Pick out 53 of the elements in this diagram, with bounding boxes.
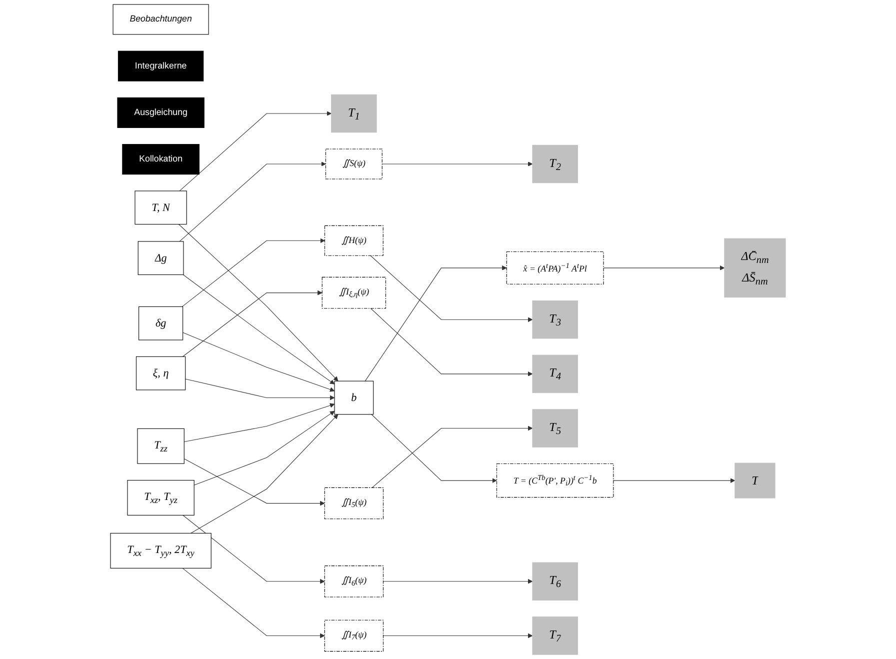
arrow	[382, 578, 533, 584]
arrow	[178, 224, 338, 382]
node-box: T$_{6}$	[532, 562, 578, 600]
arrow	[184, 458, 325, 506]
node-box: Beobachtungen	[112, 4, 209, 35]
arrow	[194, 410, 335, 486]
node-box: ξ, η	[136, 356, 186, 390]
arrow	[182, 568, 325, 638]
arrow	[370, 308, 533, 376]
arrow	[382, 633, 533, 638]
arrow	[182, 290, 322, 357]
arrow	[372, 426, 533, 488]
node-box: T$_{3}$	[532, 300, 578, 339]
node-box: T$_{zz}$	[137, 428, 184, 464]
arrow	[182, 514, 325, 584]
node-box: Ausgleichung	[117, 97, 204, 128]
arrow	[613, 478, 736, 483]
arrow	[179, 111, 332, 192]
arrow	[370, 255, 533, 322]
node-box: T	[734, 462, 776, 498]
arrow	[182, 332, 335, 392]
node-box: T$_{xx}$ − T$_{yy}$, 2T$_{xy}$	[110, 532, 212, 568]
arrow	[371, 414, 497, 483]
node-box: Integralkerne	[118, 50, 204, 82]
node-box: T$_{xz}$, T$_{yz}$	[127, 480, 194, 516]
node-box: ∬I$_{5}$(ψ)	[324, 487, 384, 520]
arrow	[190, 414, 338, 534]
arrow	[603, 265, 725, 270]
arrow	[364, 265, 507, 382]
node-box: ∬H(ψ)	[324, 225, 384, 256]
arrow	[182, 274, 335, 384]
node-box: ∬I$_{6}$(ψ)	[324, 566, 384, 598]
node-box: T$_{1}$	[331, 94, 377, 133]
node-box: Kollokation	[122, 144, 200, 175]
node-box: T = (C$^{Tb}$(P', P$_{i}$))$^{t}$ C$^{−1}$b	[496, 463, 614, 498]
node-box: T$_{7}$	[532, 616, 578, 655]
node-box: ∬I$_{7}$(ψ)	[324, 620, 384, 652]
node-box: T$_{4}$	[532, 354, 578, 394]
node-box: T$_{2}$	[532, 144, 578, 184]
node-box: x̂ = (A$^{t}$PA)$^{−1}$ A$^{t}$Pl	[506, 251, 604, 284]
arrow	[182, 238, 325, 307]
arrow	[185, 378, 335, 400]
node-box: T, N	[134, 190, 187, 225]
node-box: ∬S(ψ)	[325, 148, 382, 180]
node-box: ΔC̄$_{nm}$ ΔS̄$_{nm}$	[724, 238, 786, 298]
arrow	[382, 162, 533, 166]
arrow	[184, 403, 335, 442]
node-box: δg	[138, 306, 184, 340]
arrow	[179, 162, 326, 242]
node-box: Δg	[138, 241, 184, 276]
node-box: b	[334, 380, 374, 415]
node-box: ∬I$_{ξ,η}$(ψ)	[322, 276, 386, 309]
node-box: T$_{5}$	[532, 409, 578, 448]
